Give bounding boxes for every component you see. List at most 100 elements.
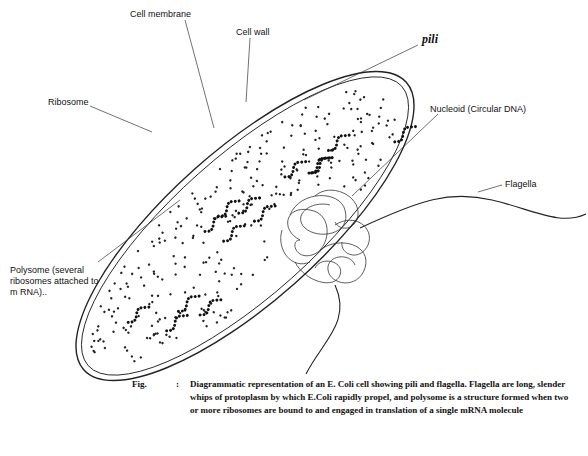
ribosome-dot xyxy=(265,152,268,155)
polysome-chain xyxy=(318,161,322,165)
ribosome-dot xyxy=(338,159,341,162)
polysome-chain xyxy=(253,196,257,200)
ribosome-dot xyxy=(275,185,278,188)
ribosome-dot xyxy=(231,159,234,162)
ribosome-dot xyxy=(157,224,160,227)
ribosome-dot xyxy=(214,270,217,273)
ribosome-dot xyxy=(169,293,172,296)
polysome-chain xyxy=(326,148,330,152)
ribosome-dot xyxy=(317,183,320,186)
ribosome-dot xyxy=(216,291,219,294)
ribosome-dot xyxy=(156,294,159,297)
ribosome-dot xyxy=(230,169,233,172)
polysome-chain xyxy=(393,140,397,144)
ribosome-dot xyxy=(304,106,307,109)
ribosome-dot xyxy=(172,254,175,257)
cell-membrane xyxy=(42,34,449,418)
ribosome-dot xyxy=(226,311,229,314)
ribosome-dot xyxy=(130,355,133,358)
ribosome-dot xyxy=(346,146,349,149)
ribosome-dot xyxy=(176,221,179,224)
ribosome-dot xyxy=(202,261,205,264)
ribosome-dot xyxy=(192,286,195,289)
ribosome-dot xyxy=(317,105,320,108)
ribosome-dot xyxy=(110,315,113,318)
polysome-chain xyxy=(339,134,343,138)
ribosome-dot xyxy=(352,129,355,132)
ribosome-dot xyxy=(345,90,348,93)
ribosome-dot xyxy=(181,241,184,244)
ribosome-dot xyxy=(209,195,212,198)
polysome-chain xyxy=(211,298,215,302)
ribosome-dot xyxy=(314,138,317,141)
ribosome-dot xyxy=(125,282,128,285)
polysome-chain xyxy=(203,229,207,233)
ribosome-dot xyxy=(215,321,218,324)
ribosome-dot xyxy=(382,98,385,101)
polysome-chain xyxy=(249,197,253,201)
part-label: Cell membrane xyxy=(130,9,191,20)
polysome-chain xyxy=(184,304,188,308)
polysome-chain xyxy=(343,133,347,137)
ribosome-dot xyxy=(142,284,145,287)
ribosome-dot xyxy=(316,175,319,178)
ribosome-dot xyxy=(307,160,310,163)
ribosome-dot xyxy=(377,122,380,125)
polysome-chain xyxy=(143,305,147,309)
ribosome-dot xyxy=(152,244,155,247)
ribosome-dot xyxy=(198,273,201,276)
part-label: pili xyxy=(422,34,438,45)
ribosome-dot xyxy=(303,132,306,135)
ribosome-dot xyxy=(266,131,269,134)
ribosome-dot xyxy=(90,345,93,348)
polysome-chain xyxy=(134,315,138,319)
polysome-chain xyxy=(399,138,403,142)
ribosome-dot xyxy=(183,265,186,268)
ribosome-dot xyxy=(298,179,301,182)
ribosome-dot xyxy=(366,112,369,115)
ribosome-dot xyxy=(356,148,359,151)
ribosome-dot xyxy=(110,297,113,300)
ribosome-dot xyxy=(372,126,375,129)
ribosome-dot xyxy=(151,300,154,303)
polysome-chain xyxy=(220,215,224,219)
ribosome-dot xyxy=(247,150,250,153)
cell-wall xyxy=(33,26,457,427)
ribosome-dot xyxy=(280,173,283,176)
ribosome-dot xyxy=(107,308,110,311)
ribosome-dot xyxy=(258,160,261,163)
ribosome-dot xyxy=(255,179,258,182)
ribosome-dot xyxy=(304,153,307,156)
ribosome-dot xyxy=(250,224,253,227)
polysome-chain xyxy=(207,303,211,307)
ribosome-dot xyxy=(183,256,186,259)
ribosome-dot xyxy=(196,202,199,205)
polysome-chain xyxy=(333,146,337,150)
ribosome-dot xyxy=(249,176,252,179)
polysome-chain xyxy=(291,169,295,173)
ribosome-dot xyxy=(297,181,300,184)
polysome-chain xyxy=(224,209,228,213)
ribosome-dot xyxy=(333,135,336,138)
ribosome-dot xyxy=(112,310,115,313)
flagellum xyxy=(360,196,586,228)
ribosome-dot xyxy=(327,112,330,115)
ribosome-dot xyxy=(235,152,238,155)
ribosome-dot xyxy=(356,117,359,120)
polysome-chain xyxy=(176,309,180,313)
ribosome-dot xyxy=(359,117,362,120)
ribosome-dot xyxy=(314,129,317,132)
polysome-chain xyxy=(189,295,193,299)
ribosome-dot xyxy=(198,208,201,211)
ribosome-dot xyxy=(302,153,305,156)
caption-prefix: : xyxy=(176,378,179,391)
ribosome-dot xyxy=(93,350,96,353)
ribosome-dot xyxy=(163,239,166,242)
ribosome-dot xyxy=(352,92,355,95)
ribosome-dot xyxy=(251,273,254,276)
polysome-chain xyxy=(257,196,261,200)
ribosome-dot xyxy=(270,194,273,197)
polysome-chain xyxy=(216,215,220,219)
ribosome-dot xyxy=(139,276,142,279)
